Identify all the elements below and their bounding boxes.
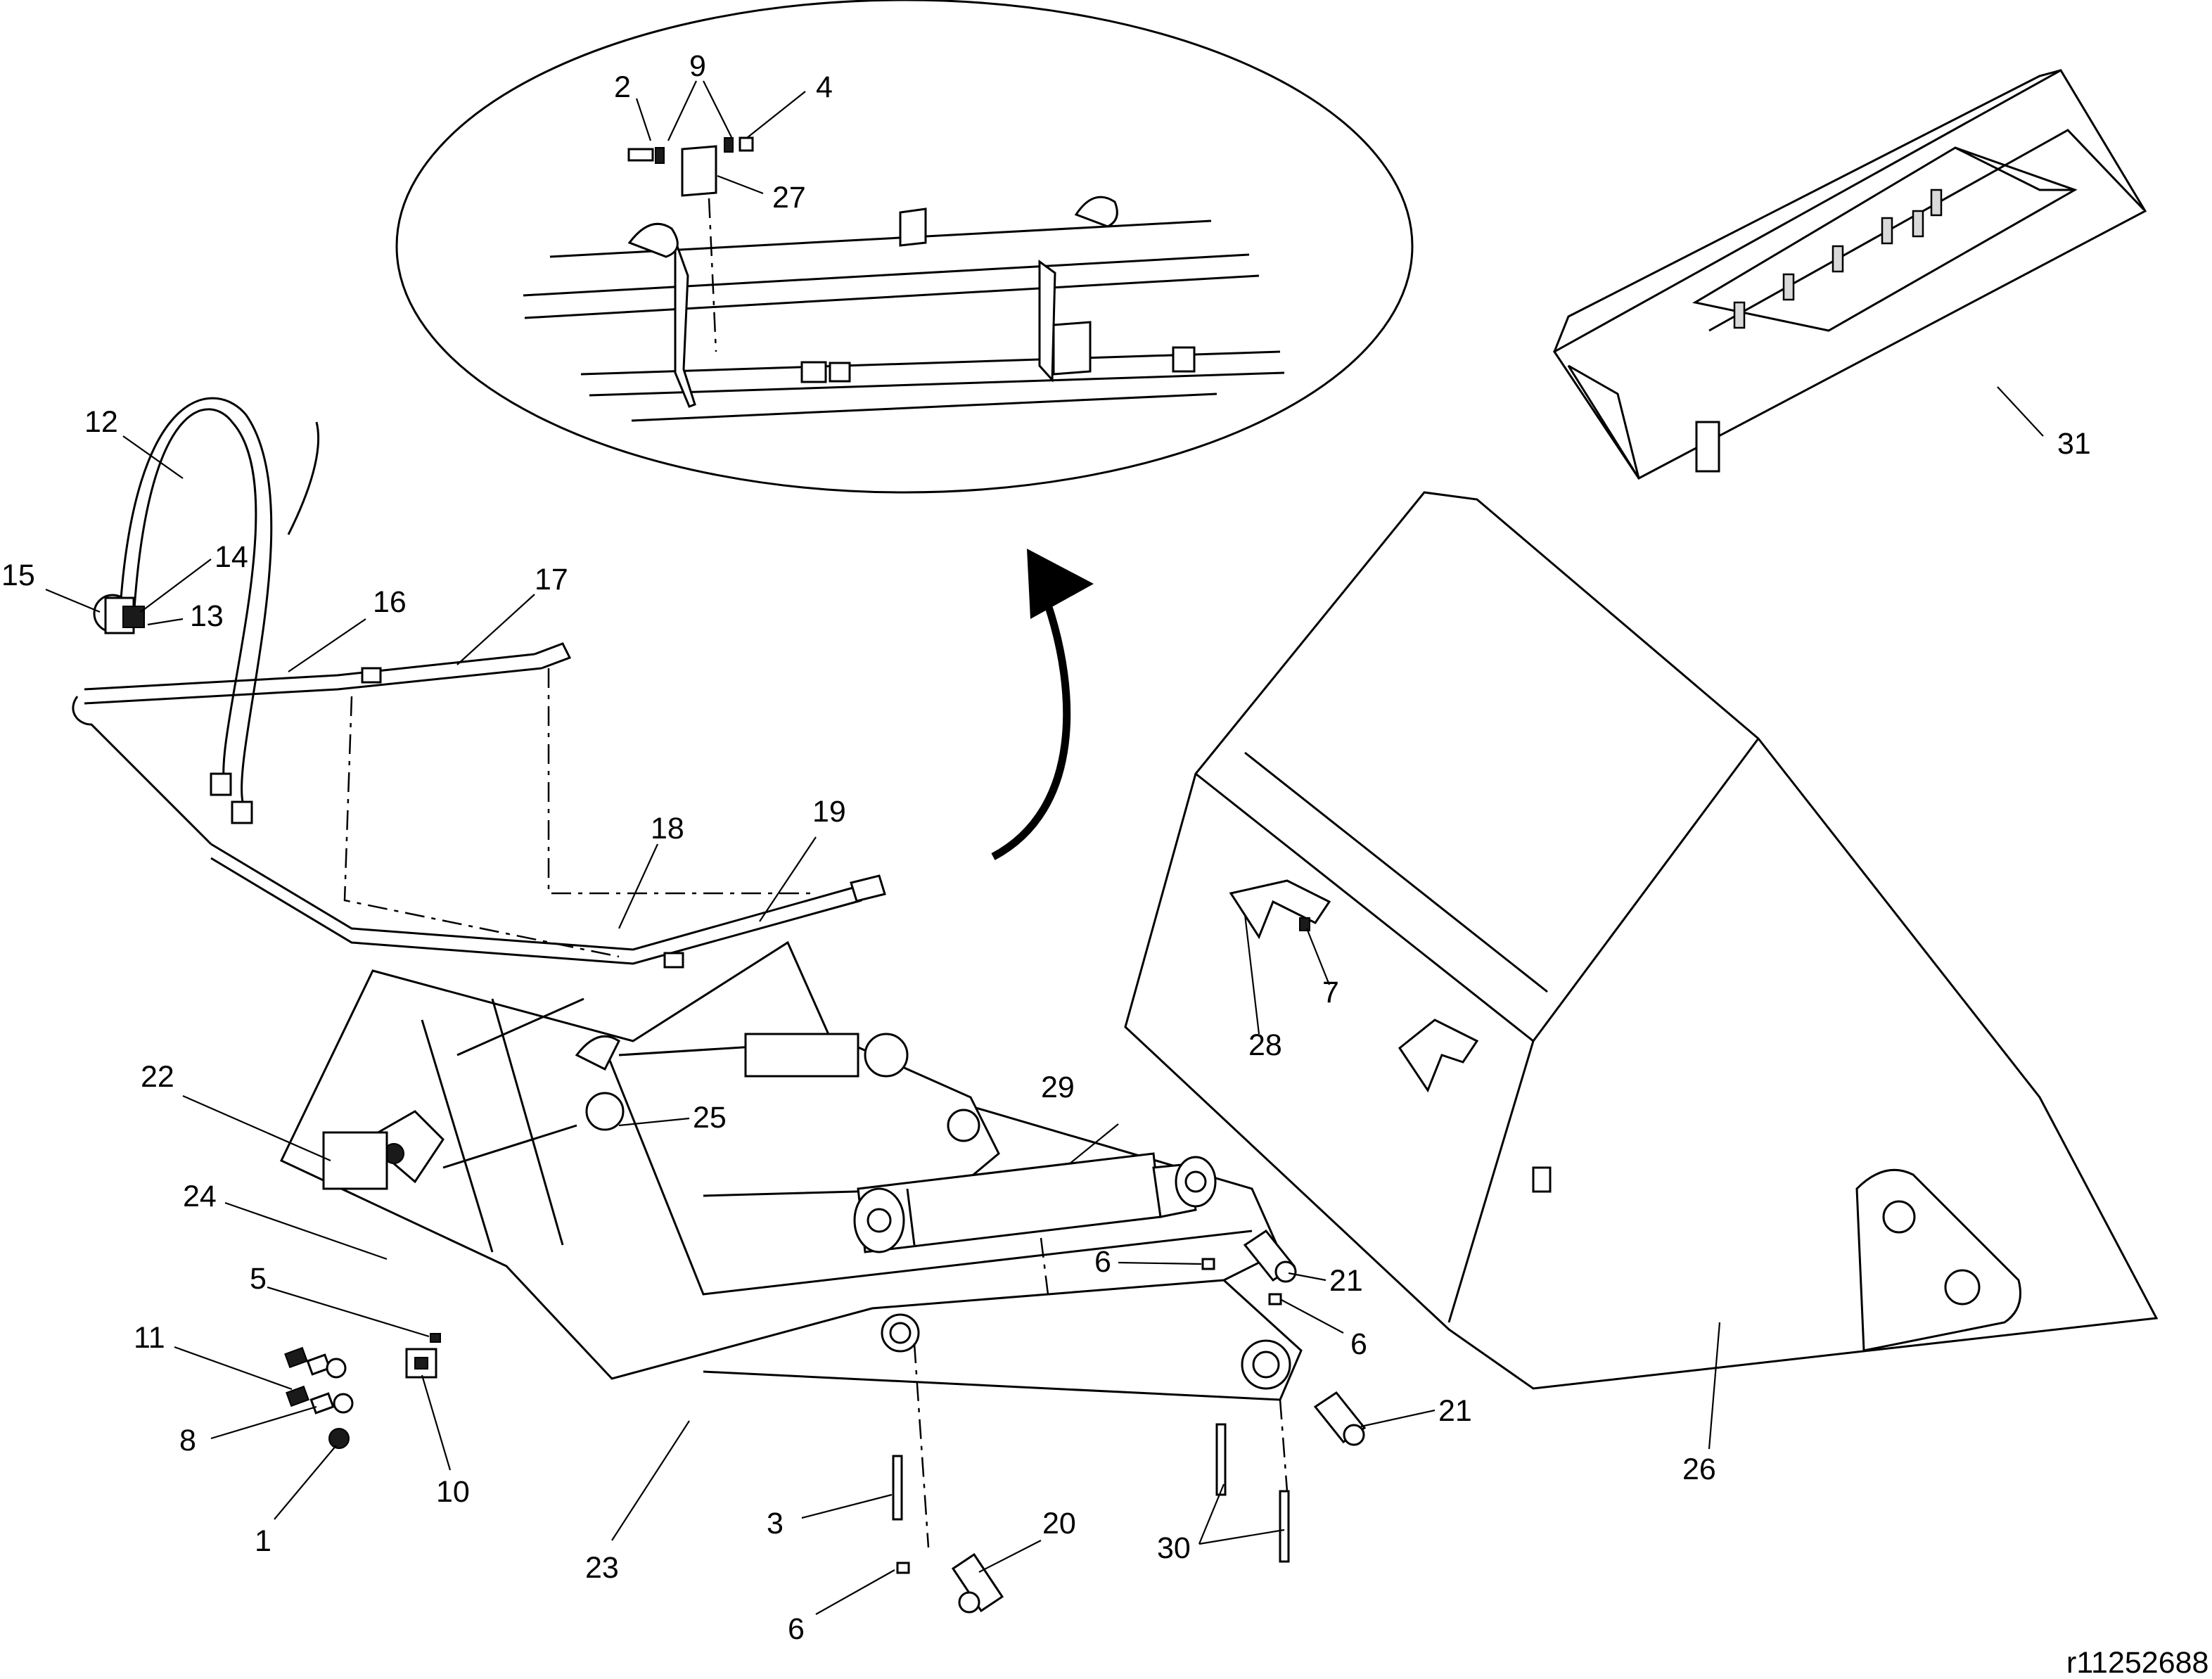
cylinder-29 — [853, 1152, 1217, 1295]
detail-oval — [395, 0, 1414, 494]
callout-15: 15 — [1, 558, 35, 592]
callout-6-bottom: 6 — [788, 1612, 805, 1646]
callout-25: 25 — [693, 1101, 727, 1135]
callout-6-right: 6 — [1350, 1327, 1367, 1361]
callout-19: 19 — [812, 795, 846, 829]
figure-id: r11252688 — [2066, 1646, 2208, 1679]
callout-4: 4 — [816, 70, 833, 104]
curved-arrow-icon — [991, 549, 1094, 860]
callout-14: 14 — [215, 540, 248, 574]
callout-10: 10 — [436, 1475, 470, 1509]
callout-labels: 2 9 4 27 12 14 15 13 16 17 18 19 22 25 2… — [1, 49, 2091, 1646]
callout-28: 28 — [1248, 1028, 1282, 1062]
callout-1: 1 — [255, 1524, 271, 1558]
callout-13: 13 — [190, 599, 224, 633]
callout-7: 7 — [1322, 976, 1339, 1009]
callout-12: 12 — [84, 405, 118, 439]
callout-21-upper: 21 — [1329, 1264, 1363, 1298]
bolt-2 — [627, 148, 654, 162]
callout-11: 11 — [134, 1321, 165, 1355]
callout-18: 18 — [651, 812, 684, 845]
callout-31: 31 — [2057, 427, 2091, 461]
latch-22 — [322, 1131, 388, 1190]
callout-5: 5 — [250, 1262, 267, 1296]
callout-22: 22 — [141, 1060, 174, 1094]
callout-20: 20 — [1042, 1507, 1076, 1540]
large-bucket-26 — [1124, 491, 2159, 1390]
detail-cover-mounted — [1052, 321, 1092, 376]
detail-view — [395, 0, 1414, 494]
callout-3: 3 — [767, 1507, 784, 1540]
callout-2: 2 — [614, 70, 631, 104]
callout-29: 29 — [1041, 1071, 1075, 1104]
callout-24: 24 — [183, 1180, 217, 1213]
cover-27 — [681, 145, 717, 197]
nut-4 — [739, 136, 754, 152]
callout-6-mid: 6 — [1094, 1245, 1111, 1279]
cylinder-upper — [618, 1033, 1000, 1197]
callout-16: 16 — [373, 585, 407, 619]
callout-9: 9 — [689, 49, 706, 83]
hardware — [284, 1229, 1367, 1614]
callout-30: 30 — [1157, 1531, 1191, 1565]
callout-23: 23 — [585, 1551, 619, 1585]
callout-8: 8 — [179, 1424, 196, 1457]
leader-lines — [45, 80, 2044, 1615]
pin-3 — [892, 1455, 903, 1521]
callout-21-lower: 21 — [1438, 1394, 1472, 1428]
callout-26: 26 — [1682, 1453, 1716, 1486]
small-bucket-31 — [1552, 68, 2147, 480]
hose-assembly — [72, 397, 886, 969]
bolt-7 — [1299, 917, 1310, 931]
callout-17: 17 — [535, 563, 568, 596]
callout-27: 27 — [772, 181, 806, 215]
bracket-28 — [1229, 879, 1331, 940]
